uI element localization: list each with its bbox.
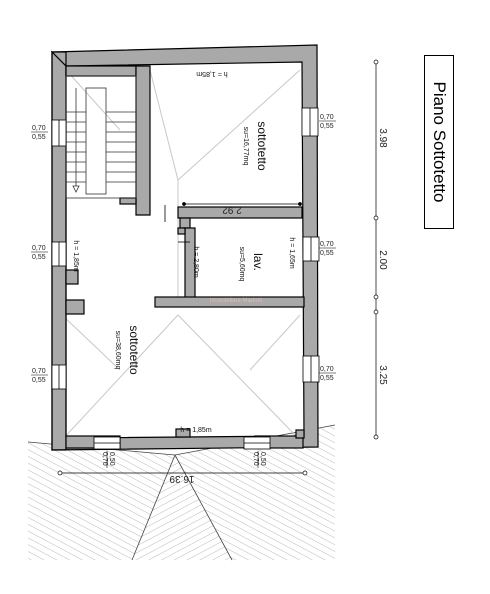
svg-text:0,55: 0,55 <box>32 254 46 261</box>
svg-text:0,55: 0,55 <box>320 250 334 257</box>
right-segment-1: 3.98 <box>377 128 388 148</box>
overall-dimension-line <box>57 470 308 476</box>
svg-text:su=16,77mq: su=16,77mq <box>242 127 249 166</box>
svg-text:0,70: 0,70 <box>320 114 334 121</box>
bottom-windows <box>93 436 271 450</box>
svg-text:0,70: 0,70 <box>252 452 259 466</box>
height-left-corridor: h = 1,85m <box>72 240 79 271</box>
height-bottom-room: h = 1,85m <box>180 427 211 434</box>
svg-text:0,55: 0,55 <box>320 375 334 382</box>
svg-text:0,70: 0,70 <box>101 452 108 466</box>
svg-text:su=38,60mq: su=38,60mq <box>114 331 121 370</box>
room-label-lav: lav. su=5,60mq <box>238 247 265 282</box>
svg-text:sottotetto: sottotetto <box>127 325 141 375</box>
right-segment-3: 3.25 <box>377 365 388 385</box>
svg-text:0,70: 0,70 <box>32 368 46 375</box>
height-lav: h = 1,65m <box>288 237 295 268</box>
svg-text:lav.: lav. <box>251 253 265 271</box>
svg-text:0,70: 0,70 <box>32 245 46 252</box>
svg-text:0,55: 0,55 <box>32 377 46 384</box>
window-label-bottom-1: 0,70 0,50 <box>101 451 115 468</box>
window-label-left-2: 0,70 0,55 <box>31 245 48 261</box>
inner-dimension <box>182 202 302 206</box>
roof-hatch <box>27 424 336 561</box>
door-marks <box>164 205 190 243</box>
svg-text:0,50: 0,50 <box>108 452 115 466</box>
svg-text:0,70: 0,70 <box>32 125 46 132</box>
roof-ridges <box>61 69 301 441</box>
right-windows <box>301 107 320 383</box>
svg-text:sottotetto: sottotetto <box>255 121 269 171</box>
room-label-bottom: sottotetto su=38,60mq <box>114 325 141 375</box>
svg-text:0,50: 0,50 <box>259 452 266 466</box>
window-label-right-2: 0,70 0,55 <box>319 241 336 257</box>
room-label-top: sottotetto su=16,77mq <box>242 121 269 171</box>
window-label-left-3: 0,70 0,55 <box>31 368 48 384</box>
svg-text:0,70: 0,70 <box>320 366 334 373</box>
right-segment-2: 2.00 <box>377 250 388 270</box>
right-dimension-line <box>373 59 379 440</box>
window-label-bottom-2: 0,70 0,50 <box>252 451 266 468</box>
overall-length-label: 16.39 <box>169 473 194 484</box>
inner-width-label: 2.92 <box>222 204 242 215</box>
height-center: h = 2,80m <box>192 246 199 277</box>
svg-text:0,55: 0,55 <box>32 134 46 141</box>
window-label-left-1: 0,70 0,55 <box>31 125 48 141</box>
height-top-room: h = 1,85m <box>196 70 227 77</box>
plan-title: Piano Sottotetto <box>430 81 449 203</box>
staircase <box>65 75 137 199</box>
watermark: Immobiliare Mariotti <box>210 298 262 304</box>
window-label-right-3: 0,70 0,55 <box>319 366 336 382</box>
svg-text:0,70: 0,70 <box>320 241 334 248</box>
svg-text:su=5,60mq: su=5,60mq <box>238 247 245 282</box>
left-windows <box>51 119 67 390</box>
svg-text:0,55: 0,55 <box>320 123 334 130</box>
walls <box>50 44 319 451</box>
title-box: Piano Sottotetto <box>424 55 454 229</box>
window-label-right-1: 0,70 0,55 <box>319 114 336 130</box>
